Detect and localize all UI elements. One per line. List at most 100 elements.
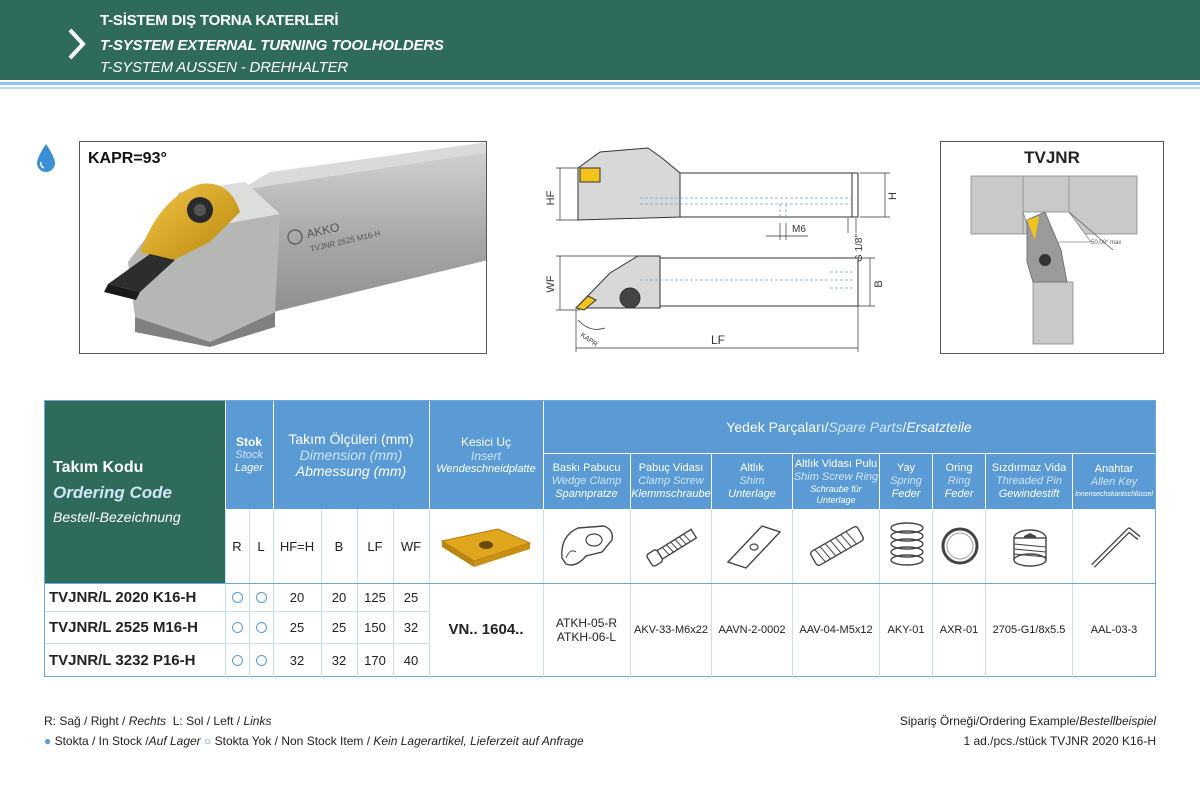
threaded-pin-value: 2705-G1/8x5.5 xyxy=(992,623,1066,636)
spare-hd-en: Threaded Pin xyxy=(995,475,1063,487)
stock-l-indicator xyxy=(255,591,267,603)
example-label-de: Bestellbeispiel xyxy=(1079,714,1156,728)
spare-header-clamp-screw: Pabuç Vidası Clamp Screw Klemmschraube xyxy=(631,454,711,509)
stock-hd-de: Lager xyxy=(234,462,264,474)
spare-hd-en: Ring xyxy=(947,475,971,487)
spare-hd-en: Wedge Clamp xyxy=(551,475,622,487)
spares-hd-sep: / xyxy=(824,419,829,435)
wedge-clamp-code-r: ATKH-05-R xyxy=(555,615,618,630)
technical-drawing: HF H M6 G 1/8" WF B LF KAPR xyxy=(545,147,899,352)
spare-parts-header: Yedek Parçaları / Spare Parts / Ersatzte… xyxy=(543,401,1155,453)
insert-icon xyxy=(440,528,532,567)
spare-hd-tr: Anahtar xyxy=(1094,463,1134,475)
row-ordering-code: TVJNR/L 2020 K16-H xyxy=(49,588,197,606)
row-ordering-code: TVJNR/L 3232 P16-H xyxy=(49,651,196,669)
toolholder-photo: KAPR=93° AKKO T xyxy=(79,141,487,354)
spare-header-spring: Yay Spring Feder xyxy=(880,454,932,509)
shim-screw-value: AAV-04-M5x12 xyxy=(799,623,873,636)
clamp-screw-cell xyxy=(631,509,712,583)
insert-value: VN.. 1604.. xyxy=(448,621,524,638)
insert-hd-de: Wendeschneidplatte xyxy=(436,463,536,475)
spare-hd-tr: Yay xyxy=(896,462,916,474)
stock-empty-dot-icon: ○ xyxy=(204,734,212,748)
spares-hd-en: Spare Parts xyxy=(828,419,903,435)
insert-header: Kesici Uç Insert Wendeschneidplatte xyxy=(429,401,543,509)
dimension-header: Takım Ölçüleri (mm) Dimension (mm) Abmes… xyxy=(273,401,429,509)
dim-kapr-label: KAPR xyxy=(579,332,599,349)
o-ring-icon xyxy=(941,527,978,565)
dim-hd-tr: Takım Ölçüleri (mm) xyxy=(288,431,414,447)
spare-hd-de: Feder xyxy=(944,488,974,500)
dim-wf-label: WF xyxy=(545,275,557,292)
ordering-table: Takım Kodu Ordering Code Bestell-Bezeich… xyxy=(44,400,1156,677)
wedge-clamp-cell xyxy=(543,509,631,583)
clamp-screw-icon xyxy=(645,528,697,567)
spare-hd-tr: Altlık xyxy=(740,462,764,474)
o-ring-cell xyxy=(933,509,986,583)
dim-hf-label: HF xyxy=(545,190,557,205)
stock-hd-tr: Stok xyxy=(235,435,262,449)
clamp-screw-value: AKV-33-M6x22 xyxy=(634,623,708,636)
legend-in-stock-de: Auf Lager xyxy=(148,734,201,748)
col-lf-header: LF xyxy=(367,538,383,554)
spare-header-shim: Altlık Shim Unterlage xyxy=(712,454,792,509)
row-wf: 40 xyxy=(403,652,419,668)
row-hf: 25 xyxy=(289,620,305,635)
spring-value: AKY-01 xyxy=(887,623,925,636)
wedge-clamp-value: ATKH-05-R ATKH-06-L xyxy=(543,583,630,676)
spring-cell xyxy=(880,509,933,583)
angle-label: 50,00° max xyxy=(1091,240,1121,246)
ordering-example-title: Sipariş Örneği/Ordering Example/Bestellb… xyxy=(900,714,1156,728)
code-hd-tr: Takım Kodu xyxy=(53,459,144,476)
allen-key-icon xyxy=(1091,527,1141,568)
dim-h-label: H xyxy=(887,192,899,200)
spare-header-ring: Oring Ring Feder xyxy=(933,454,985,509)
dim-lf-label: LF xyxy=(711,333,725,347)
title-english: T-SYSTEM EXTERNAL TURNING TOOLHOLDERS xyxy=(100,37,444,54)
title-turkish: T-SİSTEM DIŞ TORNA KATERLERİ xyxy=(100,12,339,29)
spare-hd-en: Shim xyxy=(739,475,765,487)
spare-hd-de: Unterlage xyxy=(728,488,776,500)
threaded-pin-cell xyxy=(986,509,1073,583)
spare-hd-en: Allen Key xyxy=(1090,476,1138,488)
toolholder-image: AKKO TVJNR 2525 M16-H xyxy=(104,142,486,347)
spare-hd-tr: Oring xyxy=(945,462,973,474)
header-rule xyxy=(0,82,1200,85)
workpiece-diagram: 50,00° max xyxy=(970,175,1138,345)
spare-header-threaded-pin: Sızdırmaz Vida Threaded Pin Gewindestift xyxy=(986,454,1072,509)
stock-filled-dot-icon: ● xyxy=(44,734,52,748)
spare-hd-de: Gewindestift xyxy=(998,488,1060,500)
legend-direction: R: Sağ / Right / Rechts L: Sol / Left / … xyxy=(44,714,271,728)
col-hf-header: HF=H xyxy=(279,538,315,554)
stock-hd-en: Stock xyxy=(235,449,263,461)
chevron-right-icon xyxy=(68,28,86,60)
insert-hd-tr: Kesici Uç xyxy=(460,435,511,449)
spare-hd-de: Feder xyxy=(891,488,921,500)
page-header: T-SİSTEM DIŞ TORNA KATERLERİ T-SYSTEM EX… xyxy=(0,0,1200,80)
row-wf: 25 xyxy=(403,589,419,605)
ordering-code-header: Takım Kodu Ordering Code Bestell-Bezeich… xyxy=(45,401,225,583)
dim-hd-de: Abmessung (mm) xyxy=(295,463,407,479)
legend-stock: ● Stokta / In Stock /Auf Lager ○ Stokta … xyxy=(44,734,584,748)
kapr-label: KAPR=93° xyxy=(88,150,167,167)
code-hd-de: Bestell-Bezeichnung xyxy=(53,509,181,525)
legend-non-stock-de: Kein Lagerartikel, Lieferzeit auf Anfrag… xyxy=(373,734,584,748)
spare-hd-de: Innensechskantschlüssel xyxy=(1075,491,1153,498)
wedge-clamp-icon xyxy=(561,525,614,566)
legend-right: R: Sağ / Right / xyxy=(44,714,129,728)
application-title: TVJNR xyxy=(1024,148,1080,167)
spare-hd-en: Shim Screw Ring xyxy=(793,470,879,483)
spare-hd-de: Klemmschraube xyxy=(631,488,711,500)
title-german: T-SYSTEM AUSSEN - DREHHALTER xyxy=(100,59,349,76)
spare-header-allen-key: Anahtar Allen Key Innensechskantschlüsse… xyxy=(1073,454,1155,509)
spare-header-wedge-clamp: Baskı Pabucu Wedge Clamp Spannpratze xyxy=(543,454,630,509)
row-b: 25 xyxy=(331,620,347,635)
spare-hd-de: Spannpratze xyxy=(555,488,618,500)
ordering-example-value: 1 ad./pcs./stück TVJNR 2020 K16-H xyxy=(963,734,1156,748)
spare-hd-tr: Sızdırmaz Vida xyxy=(991,462,1067,474)
row-lf: 125 xyxy=(364,589,386,605)
col-b-header: B xyxy=(334,538,344,554)
col-left-header: L xyxy=(257,538,265,554)
spares-hd-tr: Yedek Parçaları xyxy=(726,419,825,435)
threaded-pin-icon xyxy=(1012,529,1047,567)
